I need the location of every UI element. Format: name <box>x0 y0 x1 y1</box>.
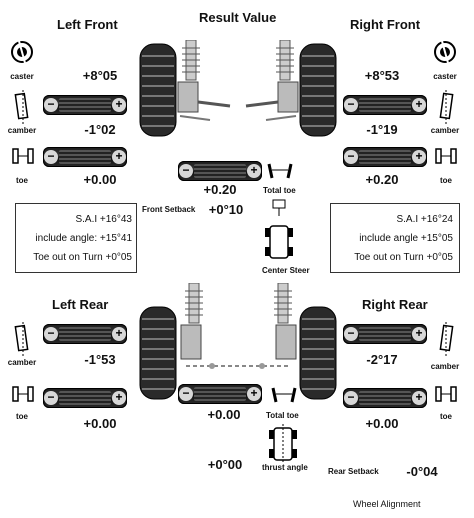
car-topview-icon <box>272 199 286 216</box>
page-title: Result Value <box>199 10 277 25</box>
camber-icon <box>14 90 29 124</box>
rear-setback-label: Rear Setback <box>328 467 379 476</box>
right-front-camber-value: -1°19 <box>366 122 398 137</box>
rear-total-toe-label: Total toe <box>266 411 299 420</box>
front-total-toe-value: +0.20 <box>203 182 237 197</box>
left-front-camber-value: -1°02 <box>84 122 116 137</box>
right-rear-toe-label: toe <box>440 412 452 421</box>
toe-icon <box>12 148 34 164</box>
left-front-toe-value: +0.00 <box>83 172 117 187</box>
right-front-heading: Right Front <box>350 17 421 32</box>
right-rear-heading: Right Rear <box>362 297 428 312</box>
right-include-angle-value: include angle +15°05 <box>359 233 453 244</box>
car-topview-icon <box>265 225 293 259</box>
left-rear-heading: Left Rear <box>52 297 109 312</box>
toe-icon <box>271 387 297 403</box>
right-rear-camber-gauge: −+ <box>343 324 427 344</box>
caster-icon <box>434 40 456 64</box>
right-rear-camber-value: -2°17 <box>366 352 398 367</box>
car-topview-icon <box>269 424 297 464</box>
left-front-toe-label: toe <box>16 176 28 185</box>
rear-setback-value: -0°04 <box>406 464 438 479</box>
left-rear-camber-gauge: −+ <box>43 324 127 344</box>
right-sai-value: S.A.I +16°24 <box>396 214 453 225</box>
camber-icon <box>439 322 454 356</box>
rear-axle-link-icon <box>186 363 288 369</box>
left-toe-out-on-turn-value: Toe out on Turn +0°05 <box>33 252 132 263</box>
toe-icon <box>12 386 34 402</box>
front-setback-value: +0°10 <box>208 202 244 217</box>
right-rear-toe-gauge: −+ <box>343 388 427 408</box>
suspension-strut-icon <box>177 40 231 121</box>
suspension-strut-icon <box>245 40 299 121</box>
toe-icon <box>267 163 293 179</box>
left-sai-value: S.A.I +16°43 <box>75 214 132 225</box>
left-front-heading: Left Front <box>57 17 118 32</box>
left-rear-camber-value: -1°53 <box>84 352 116 367</box>
toe-icon <box>435 386 457 402</box>
left-rear-toe-label: toe <box>16 412 28 421</box>
front-setback-label: Front Setback <box>142 205 196 214</box>
left-front-caster-value: +8°05 <box>82 68 118 83</box>
right-rear-toe-value: +0.00 <box>365 416 399 431</box>
right-front-camber-gauge: −+ <box>343 95 427 115</box>
left-front-camber-label: camber <box>7 126 37 135</box>
right-info-box: S.A.I +16°24 include angle +15°05 Toe ou… <box>330 203 460 273</box>
right-front-toe-gauge: −+ <box>343 147 427 167</box>
rear-total-toe-value: +0.00 <box>207 407 241 422</box>
suspension-strut-icon <box>180 283 203 360</box>
left-front-camber-gauge: −+ <box>43 95 127 115</box>
wheel-icon <box>139 306 177 400</box>
front-total-toe-label: Total toe <box>263 186 296 195</box>
thrust-angle-value: +0°00 <box>207 457 243 472</box>
wheel-icon <box>299 43 337 137</box>
suspension-strut-icon <box>274 283 297 360</box>
right-rear-camber-label: camber <box>430 362 460 371</box>
left-rear-toe-value: +0.00 <box>83 416 117 431</box>
camber-icon <box>439 90 454 124</box>
caster-icon <box>11 40 33 64</box>
front-total-toe-gauge: −+ <box>178 161 262 181</box>
camber-icon <box>14 322 29 356</box>
right-front-toe-label: toe <box>440 176 452 185</box>
right-front-caster-label: caster <box>433 72 457 81</box>
thrust-angle-label: thrust angle <box>262 463 308 472</box>
right-toe-out-on-turn-value: Toe out on Turn +0°05 <box>354 252 453 263</box>
left-rear-camber-label: camber <box>7 358 37 367</box>
left-front-caster-label: caster <box>10 72 34 81</box>
wheel-icon <box>299 306 337 400</box>
left-front-toe-gauge: −+ <box>43 147 127 167</box>
left-include-angle-value: include angle: +15°41 <box>35 233 132 244</box>
left-info-box: S.A.I +16°43 include angle: +15°41 Toe o… <box>15 203 137 273</box>
right-front-camber-label: camber <box>430 126 460 135</box>
footer-title: Wheel Alignment <box>353 499 421 509</box>
right-front-toe-value: +0.20 <box>365 172 399 187</box>
wheel-icon <box>139 43 177 137</box>
right-front-caster-value: +8°53 <box>364 68 400 83</box>
rear-total-toe-gauge: −+ <box>178 384 262 404</box>
toe-icon <box>435 148 457 164</box>
center-steer-label: Center Steer <box>262 266 310 275</box>
left-rear-toe-gauge: −+ <box>43 388 127 408</box>
